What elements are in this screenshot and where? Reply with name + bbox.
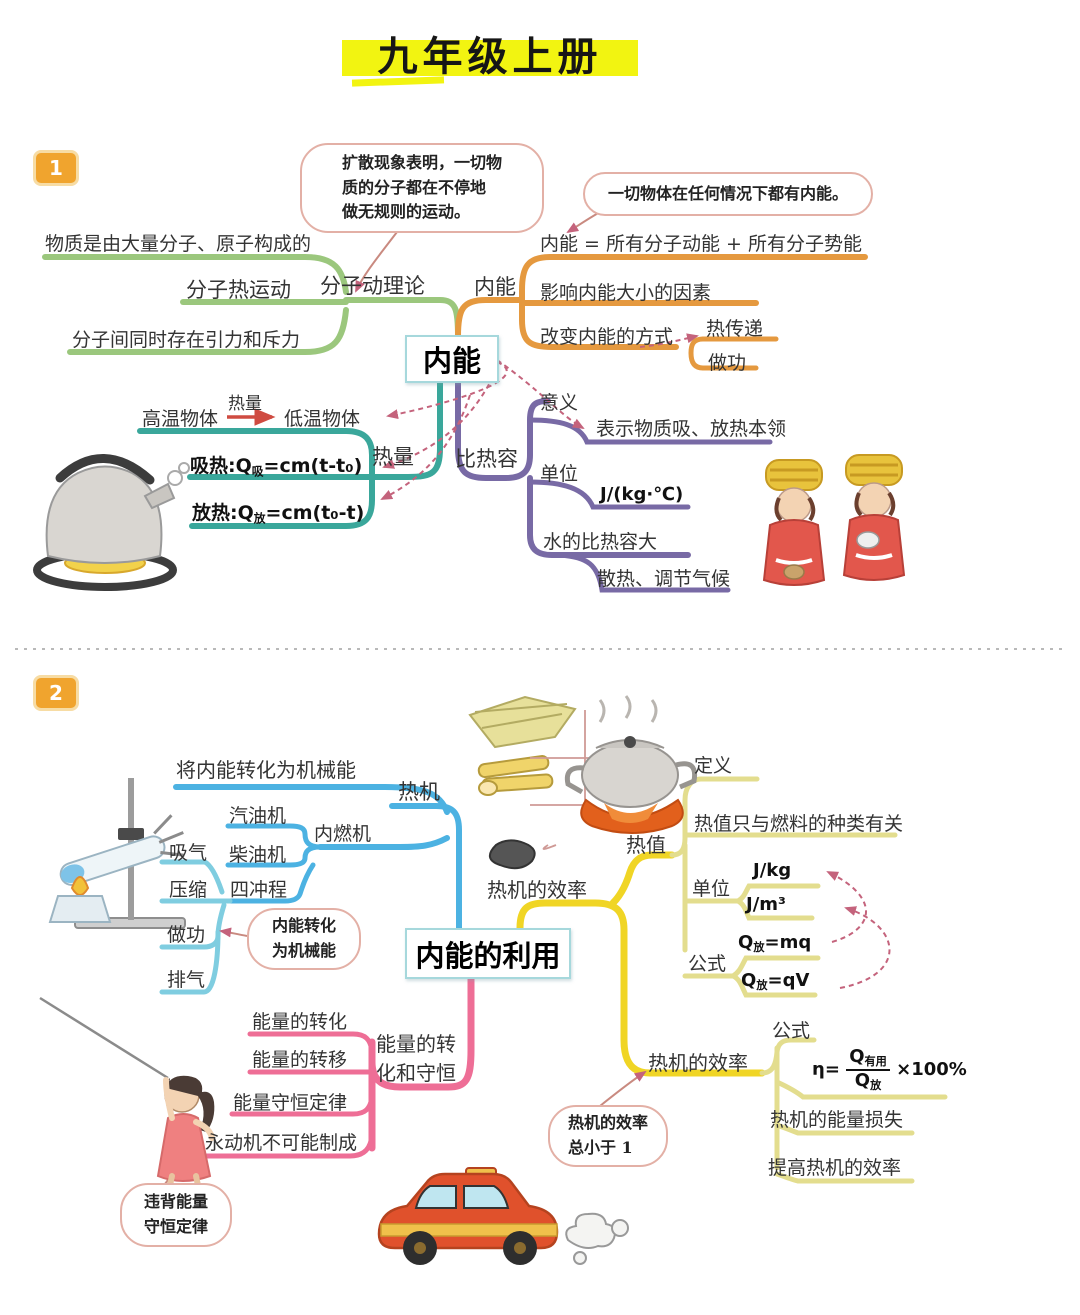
title-highlight [342,40,638,76]
node-only-fuel: 热值只与燃料的种类有关 [694,813,904,835]
branch-internal-energy [455,254,868,371]
center-node-internal-energy: 内能 [405,335,499,383]
node-four-stroke: 四冲程 [230,879,288,901]
callout-less-than-one: 热机的效率 总小于 1 [548,1105,668,1167]
node-specific-heat-label: 比热容 [455,447,518,471]
node-compression: 压缩 [169,879,208,901]
node-absorb-formula: 吸热:Q吸=cm(t-t₀) [190,455,363,479]
branch-calorific-children [669,776,898,998]
node-heat-engine-label: 热机 [398,780,440,804]
node-unit: 单位 [540,463,579,485]
node-meaning-detail: 表示物质吸、放热本领 [596,418,787,440]
car-illustration [377,1167,629,1265]
node-energy-transform: 能量的转化 [252,1011,348,1033]
node-unit-jkg: J/kg [753,860,792,881]
node-calorific-label: 热值 [626,833,666,857]
node-exhaust: 排气 [167,969,206,991]
callout-all-bodies: 一切物体在任何情况下都有内能。 [583,172,873,216]
callout-diffusion: 扩散现象表明，一切物 质的分子都在不停地 做无规则的运动。 [300,143,544,233]
node-formula-qv: Q放=qV [741,970,810,993]
node-efficiency-formula-label: 公式 [772,1020,811,1042]
node-formula-mq: Q放=mq [738,932,812,955]
fuels-teapot-illustration [468,695,698,870]
node-internal-combustion: 内燃机 [314,823,372,845]
center-node-energy-use: 内能的利用 [405,928,571,979]
node-gasoline-engine: 汽油机 [229,805,287,827]
node-heat-label: 热量 [372,445,414,469]
node-low-temp-body: 低温物体 [284,408,361,430]
node-energy-transfer: 能量的转移 [252,1049,348,1071]
branch-heat [137,375,443,529]
node-intake: 吸气 [169,842,208,864]
dashed-annotation-arrows [380,333,699,500]
node-energy-factors: 影响内能大小的因素 [540,282,712,304]
node-calorific-formula: 公式 [688,953,727,975]
node-high-temp-body: 高温物体 [142,408,219,430]
kettle-illustration [33,454,190,591]
lab-stand-illustration [48,778,186,929]
section-1-badge: 1 [33,150,79,186]
node-efficiency-mid: 热机的效率 [487,878,587,902]
node-internal-energy-label: 内能 [474,275,516,299]
node-energy-equation: 内能 = 所有分子动能 + 所有分子势能 [540,233,862,255]
page-title: 九年级上册 [377,34,603,80]
branch-efficiency-children [759,1037,948,1184]
node-molecular-forces: 分子间同时存在引力和斥力 [72,329,301,351]
node-water-shc: 水的比热容大 [543,531,658,553]
node-release-formula: 放热:Q放=cm(t₀-t) [192,502,365,526]
node-eta-formula: η= Q有用 Q放 ×100% [812,1046,967,1092]
node-work: 做功 [708,352,747,374]
branch-energy-conservation [202,973,475,1159]
node-meaning: 意义 [540,392,579,414]
node-unit-value: J/(kg·℃) [600,484,684,505]
dashed-annotation-arrows-2 [826,871,891,989]
node-efficiency-label: 热机的效率 [648,1051,748,1075]
kids-illustration [762,454,906,586]
node-energy-loss: 热机的能量损失 [770,1109,904,1131]
callout-convert: 内能转化 为机械能 [247,908,361,970]
node-change-methods: 改变内能的方式 [540,326,674,348]
node-heat-arrow-label: 热量 [228,394,262,414]
branch-four-strokes [159,859,233,995]
node-energy-conservation-label: 能量的转 化和守恒 [376,1032,456,1085]
branch-efficiency-trunk [516,851,766,1077]
node-water-detail: 散热、调节气候 [597,568,731,590]
branch-specific-heat [455,375,773,593]
callout-violate: 违背能量 守恒定律 [120,1183,232,1247]
node-unit-jm3: J/m³ [746,894,786,915]
node-molecular-theory: 分子动理论 [320,274,425,298]
node-improve-efficiency: 提高热机的效率 [768,1157,902,1179]
node-perpetual-motion: 永动机不可能制成 [205,1132,358,1154]
node-diesel-engine: 柴油机 [229,844,287,866]
node-definition: 定义 [694,755,733,777]
node-thermal-motion: 分子热运动 [186,278,291,302]
node-conservation-law: 能量守恒定律 [233,1092,348,1114]
node-matter-constitute: 物质是由大量分子、原子构成的 [45,233,312,255]
branch-heat-engine [173,784,462,931]
girl-illustration [39,996,216,1215]
node-calorific-unit: 单位 [692,878,731,900]
section-2-badge: 2 [33,675,79,711]
node-power-stroke: 做功 [167,924,206,946]
node-heat-transfer: 热传递 [706,318,764,340]
node-convert-mechanical: 将内能转化为机械能 [176,758,356,782]
